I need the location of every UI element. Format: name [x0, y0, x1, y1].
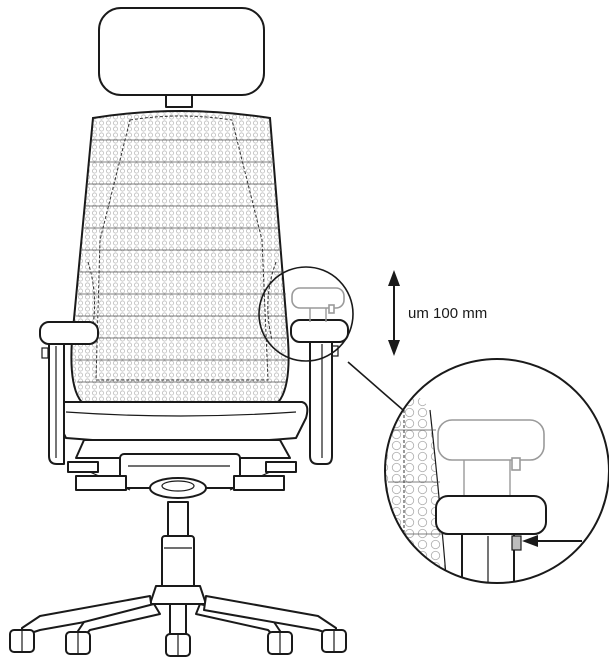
headrest [98, 7, 265, 108]
armrest-pad-magnified [435, 495, 547, 535]
armrest-callout-small [258, 266, 354, 362]
casters [9, 629, 347, 657]
seat [53, 401, 309, 444]
height-adjust-arrow [388, 270, 400, 356]
caster [321, 629, 347, 653]
seat-mechanism [67, 439, 297, 499]
backrest-bands [75, 139, 288, 383]
caster [267, 631, 293, 655]
height-release-button [511, 535, 522, 551]
raised-armrest-ghost-magnified [437, 419, 545, 461]
right-armrest [290, 319, 349, 465]
caster [165, 633, 191, 657]
chair-base [21, 585, 337, 641]
raised-armrest-ghost [291, 287, 345, 309]
caster [65, 631, 91, 655]
backrest-inner-frame [95, 115, 269, 381]
backrest [70, 110, 290, 409]
caster [9, 629, 35, 653]
gas-lift [161, 501, 195, 589]
armrest-detail-magnified [384, 358, 609, 584]
release-button-pointer-arrow [522, 535, 582, 547]
left-armrest [39, 321, 99, 465]
height-adjustment-label: um 100 mm [408, 305, 487, 322]
